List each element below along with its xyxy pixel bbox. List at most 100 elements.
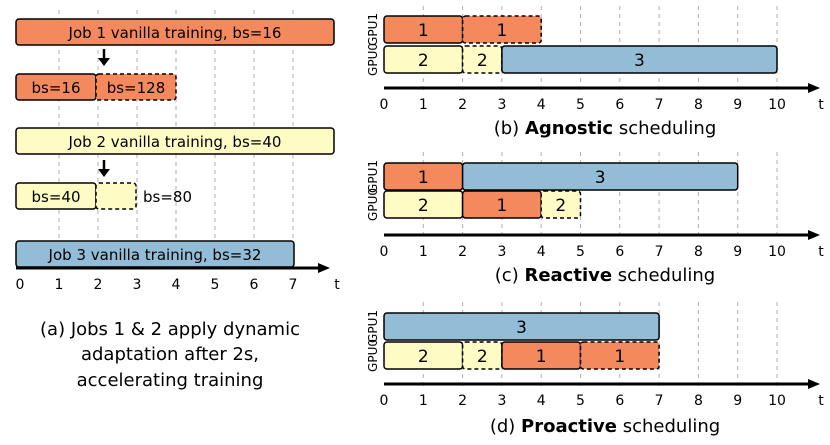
tick-label: 7 (655, 244, 664, 260)
caption-suffix: scheduling (617, 416, 720, 437)
caption-prefix: (c) (495, 265, 525, 286)
tick-label: 5 (576, 244, 585, 260)
tick-label: 3 (497, 97, 506, 113)
gpu0-row-label: GPU0 (366, 188, 380, 221)
panel-caption: (c) Reactive scheduling (495, 265, 715, 286)
tick-label: 1 (419, 244, 428, 260)
tick-label: 0 (380, 244, 389, 260)
gpu1-row-label: GPU1 (366, 160, 380, 193)
panel-a-tick-labels: 0 1 2 3 4 5 6 7 (16, 277, 298, 293)
job2-vanilla-bar (15, 127, 335, 155)
job3-gpu0-block (501, 45, 778, 74)
job2-block-label: 2 (555, 196, 566, 216)
tick-label: 10 (768, 393, 786, 409)
tick-label: 1 (419, 97, 428, 113)
tick-label: 3 (497, 244, 506, 260)
panel-a-tick-label: 7 (289, 277, 298, 293)
panel-a-tick-label: 1 (55, 277, 64, 293)
tick-label: 10 (768, 244, 786, 260)
caption-bold: Proactive (521, 416, 617, 437)
job2-block-label: 2 (477, 347, 488, 367)
job1-vanilla-bar (15, 18, 335, 46)
gpu0-row-label: GPU0 (366, 339, 380, 372)
job2-vanilla-label: Job 2 vanilla training, bs=40 (68, 133, 282, 151)
panel-a-tick-label: 3 (133, 277, 142, 293)
caption-suffix: scheduling (612, 265, 715, 286)
tick-label: 8 (694, 393, 703, 409)
job1-gpu1-block (461, 15, 542, 44)
axis-label: t (818, 393, 824, 409)
panel-caption: (d) Proactive scheduling (490, 416, 720, 437)
job3-gpu1-block (461, 162, 739, 191)
panel-a-tick-label: 6 (250, 277, 259, 293)
tick-label: 5 (576, 393, 585, 409)
tick-label: 6 (615, 97, 624, 113)
axis-arrowhead (808, 230, 820, 240)
tick-label: 3 (497, 393, 506, 409)
tick-label: 8 (694, 244, 703, 260)
job1-block-label: 1 (418, 21, 429, 41)
job3-block-label: 3 (516, 318, 527, 338)
tick-label: 4 (537, 97, 546, 113)
tick-label: 1 (419, 393, 428, 409)
panel-a-caption-line-1: (a) Jobs 1 & 2 apply dynamic (40, 319, 300, 340)
job2-block-label: 2 (477, 51, 488, 71)
job1-block-label: 1 (496, 196, 507, 216)
job1-block-label: 1 (614, 347, 625, 367)
job1-bs16-label: bs=16 (32, 79, 81, 97)
tick-label: 0 (380, 97, 389, 113)
caption-bold: Agnostic (525, 118, 613, 139)
job1-gpu0-block (579, 341, 660, 370)
panel-a-tick-label: 5 (211, 277, 220, 293)
job2-gpu0-block (461, 45, 503, 74)
job3-vanilla-label: Job 3 vanilla training, bs=32 (48, 246, 262, 264)
job1-bs128-label: bs=128 (107, 79, 166, 97)
job2-bs80-label: bs=80 (143, 188, 192, 206)
tick-label: 4 (537, 393, 546, 409)
tick-label: 2 (458, 393, 467, 409)
job2-block-label: 2 (418, 51, 429, 71)
panel-a-tick-label: 2 (94, 277, 103, 293)
job1-bs128-block (95, 73, 177, 101)
job2-block-label: 2 (418, 347, 429, 367)
panel-a-caption-line-2: adaptation after 2s, (81, 344, 259, 365)
tick-label: 9 (733, 244, 742, 260)
panel-a-tick-label: 0 (16, 277, 25, 293)
caption-suffix: scheduling (613, 118, 716, 139)
job2-gpu0-block (540, 190, 582, 219)
axis-arrowhead (808, 379, 820, 389)
job3-gpu1-block (383, 312, 660, 341)
axis-label: t (818, 244, 824, 260)
gpu1-row-label: GPU1 (366, 13, 380, 46)
tick-label: 9 (733, 393, 742, 409)
caption-prefix: (d) (490, 416, 521, 437)
panel-caption: (b) Agnostic scheduling (494, 118, 717, 139)
tick-label: 6 (615, 393, 624, 409)
job1-vanilla-label: Job 1 vanilla training, bs=16 (68, 24, 282, 42)
tick-label: 8 (694, 97, 703, 113)
tick-label: 6 (615, 244, 624, 260)
axis-label: t (818, 97, 824, 113)
tick-label: 7 (655, 393, 664, 409)
tick-label: 7 (655, 97, 664, 113)
job3-block-label: 3 (634, 51, 645, 71)
gpu1-row-label: GPU1 (366, 310, 380, 343)
panel-a-caption-line-3: accelerating training (77, 370, 264, 391)
job2-gpu0-block (461, 341, 503, 370)
panel-a-tick-label: 4 (172, 277, 181, 293)
axis-arrowhead (808, 83, 820, 93)
gpu0-row-label: GPU0 (366, 43, 380, 76)
job1-block-label: 1 (496, 21, 507, 41)
tick-label: 10 (768, 97, 786, 113)
panel-a-axis-label: t (334, 277, 340, 293)
job2-bs40-label: bs=40 (32, 188, 81, 206)
tick-label: 0 (380, 393, 389, 409)
caption-bold: Reactive (524, 265, 612, 286)
caption-prefix: (b) (494, 118, 525, 139)
panel-a-grid (58, 10, 294, 265)
down-arrow-icon (98, 160, 110, 177)
